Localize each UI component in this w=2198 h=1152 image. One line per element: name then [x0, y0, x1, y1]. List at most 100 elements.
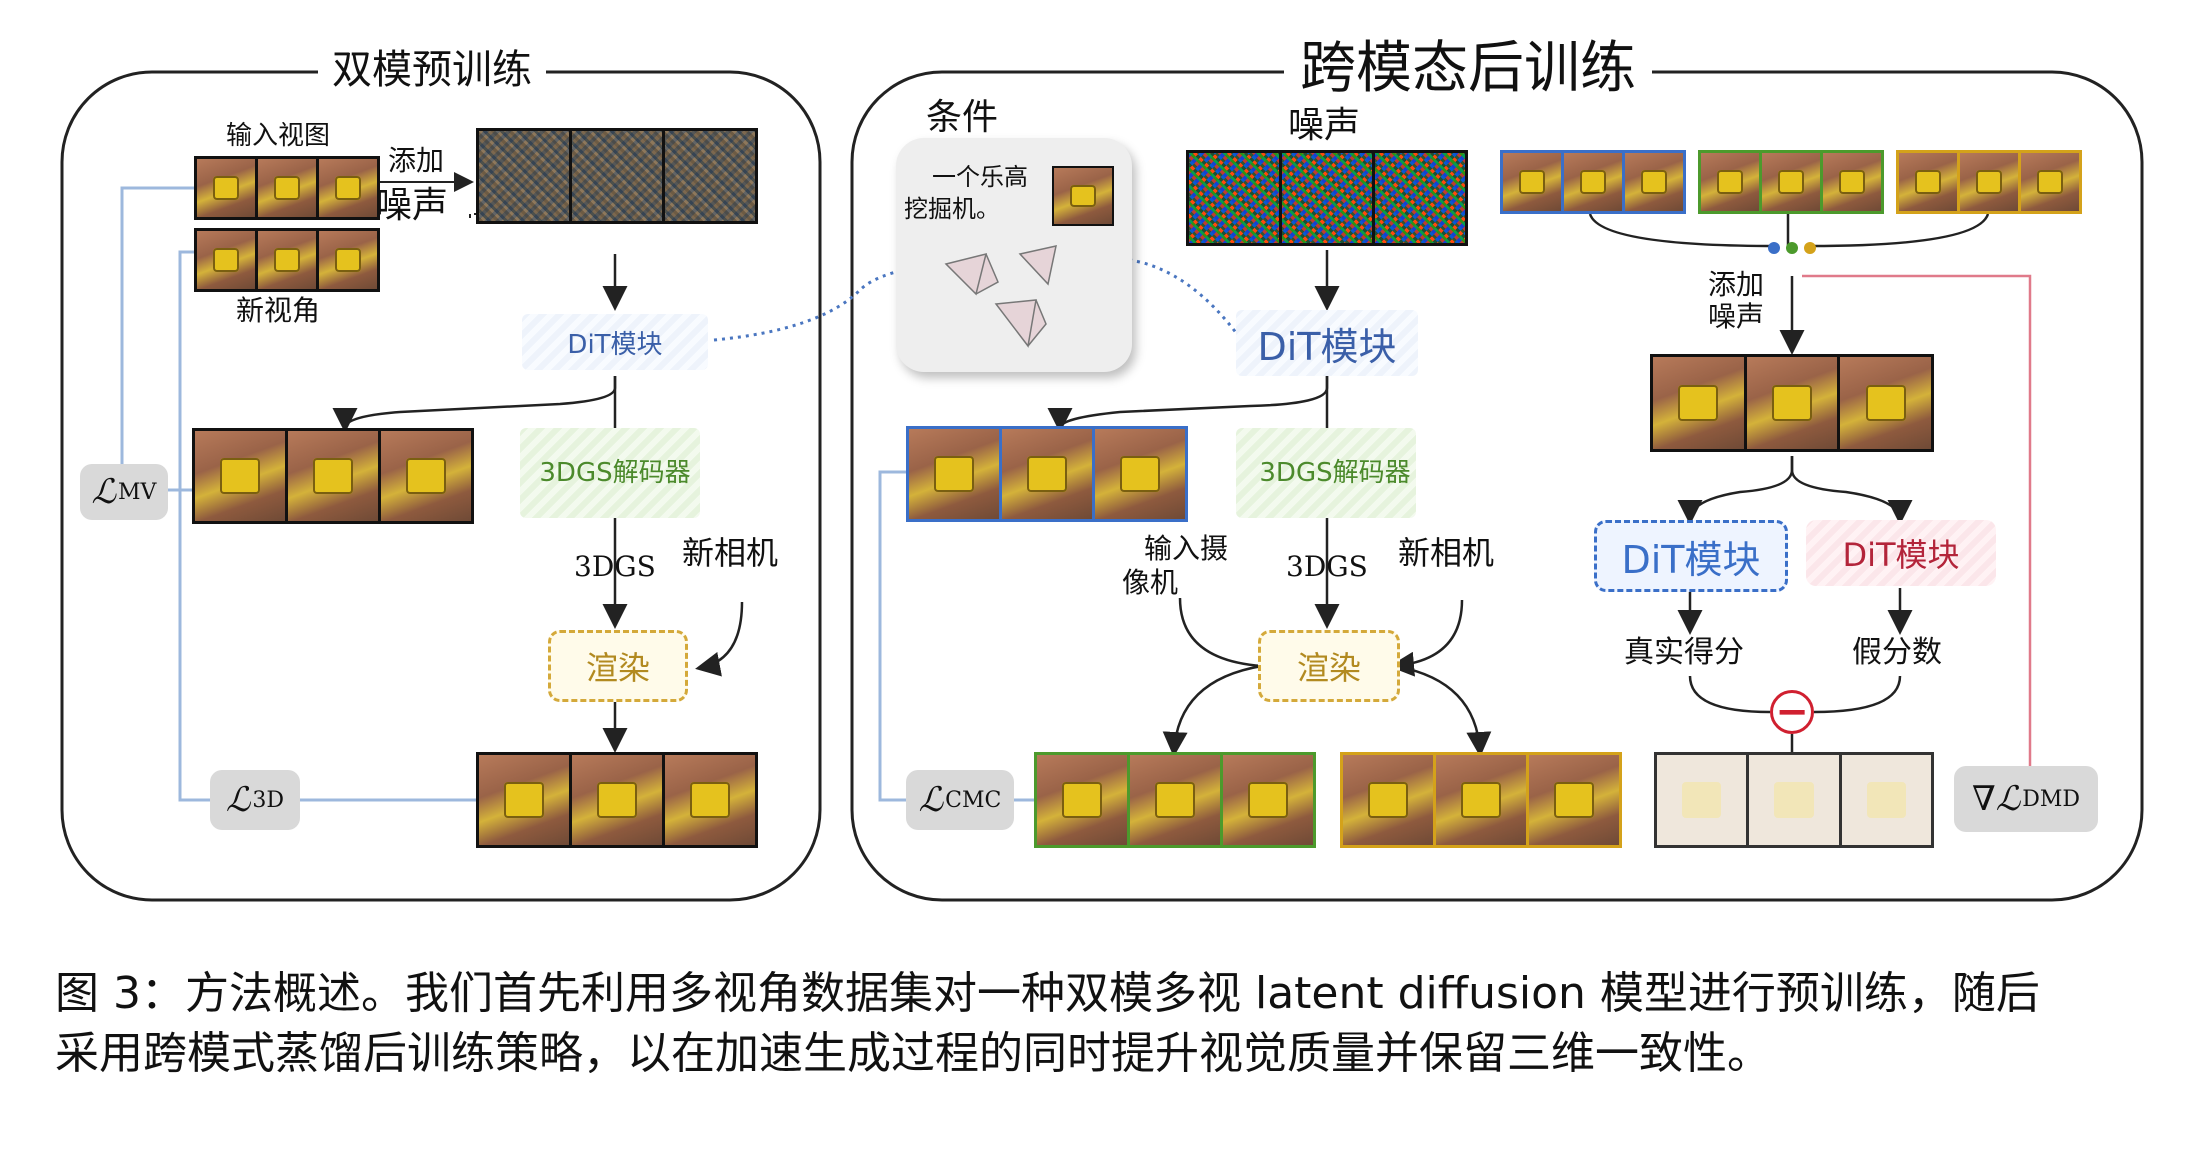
noisy-thumb	[1653, 357, 1744, 449]
loss-symbol: ℒ	[91, 472, 117, 512]
render-thumb	[1223, 755, 1313, 845]
dmd-gold-strip	[1896, 150, 2082, 214]
left-dit-block: DiT模块	[522, 314, 708, 370]
loss-mv-subscript: MV	[118, 479, 157, 505]
cmc-gold-strip	[1340, 752, 1622, 848]
render-thumb	[1343, 755, 1433, 845]
left-output-strip	[192, 428, 474, 524]
dmd-thumb	[1899, 153, 1957, 211]
left-3dgs-label: 3DGS	[574, 550, 656, 583]
dmd-thumb	[1503, 153, 1561, 211]
gradient-symbol: ∇	[1971, 779, 1996, 819]
caption-line2: 采用跨模式蒸馏后训练策略，以在加速生成过程的同时提升视觉质量并保留三维一致性。	[55, 1028, 1771, 1079]
noise-label: 噪声	[1288, 105, 1361, 146]
fake-score-label: 假分数	[1852, 635, 1942, 670]
new-views-strip	[194, 228, 380, 292]
input-view-thumb	[197, 159, 255, 217]
dmd-thumb	[1701, 153, 1759, 211]
add-noise-label-top: 添加	[388, 144, 445, 177]
input-view-thumb	[258, 159, 316, 217]
noisy-thumb	[1746, 357, 1838, 449]
left-noise-strip	[476, 128, 758, 224]
render-thumb	[1037, 755, 1127, 845]
condition-image	[1052, 166, 1114, 226]
cmc-green-strip	[1034, 752, 1316, 848]
right-output-strip	[906, 426, 1188, 522]
output-thumb	[195, 431, 285, 521]
output-thumb	[288, 431, 378, 521]
output-thumb	[1002, 429, 1092, 519]
right-panel-title: 跨模态后训练	[1284, 38, 1652, 100]
dmd-thumb	[2021, 153, 2079, 211]
right-new-camera-label: 新相机	[1398, 534, 1495, 572]
input-view-thumb	[319, 159, 377, 217]
loss-symbol: ℒ	[918, 780, 944, 820]
loss-symbol: ℒ	[1995, 779, 2021, 819]
right-dit-block: DiT模块	[1236, 310, 1418, 376]
condition-label: 条件	[926, 97, 999, 138]
dmd-blue-strip	[1500, 150, 1686, 214]
left-render-box: 渲染	[548, 630, 688, 702]
dmd-thumb	[1823, 153, 1881, 211]
output-thumb	[1095, 429, 1185, 519]
new-view-thumb	[258, 231, 316, 289]
condition-text-line2: 挖掘机。	[904, 195, 1000, 223]
dmd-green-strip	[1698, 150, 1884, 214]
figure-caption: 图 3：方法概述。我们首先利用多视角数据集对一种双模多视 latent diff…	[55, 964, 2155, 1084]
render-thumb	[1130, 755, 1220, 845]
input-views-strip	[194, 156, 380, 220]
noise-thumb	[479, 131, 569, 221]
noise-thumb	[572, 131, 662, 221]
loss-symbol: ℒ	[225, 780, 251, 820]
camera-frustums-icon	[944, 245, 1057, 348]
dmd-thumb	[1762, 153, 1820, 211]
faded-thumb	[1841, 755, 1931, 845]
dmd-thumb	[1625, 153, 1683, 211]
add-noise-label-bottom: 噪声	[376, 185, 449, 226]
minus-icon: −	[1770, 690, 1814, 734]
left-render-strip	[476, 752, 758, 848]
faded-thumb	[1657, 755, 1747, 845]
condition-thumb	[1054, 168, 1112, 224]
right-3dgs-decoder: 3DGS解码器	[1236, 428, 1416, 518]
dmd-output-strip	[1654, 752, 1934, 848]
render-thumb	[572, 755, 662, 845]
dmd-add-noise-bottom: 噪声	[1708, 300, 1765, 333]
left-new-camera-label: 新相机	[682, 534, 779, 572]
real-score-label: 真实得分	[1624, 635, 1744, 670]
render-thumb	[1436, 755, 1526, 845]
caption-line1: 图 3：方法概述。我们首先利用多视角数据集对一种双模多视 latent diff…	[55, 968, 2040, 1019]
noise-thumb	[1375, 153, 1465, 243]
noise-thumb	[665, 131, 755, 221]
dit-real-block: DiT模块	[1594, 520, 1788, 592]
condition-text-line1: 一个乐高	[932, 163, 1028, 191]
right-3dgs-label: 3DGS	[1286, 550, 1368, 583]
dmd-add-noise-top: 添加	[1708, 268, 1765, 301]
loss-3d-subscript: 3D	[252, 787, 285, 813]
noise-thumb	[1189, 153, 1279, 243]
condition-card: 一个乐高 挖掘机。	[896, 138, 1132, 372]
left-panel-title: 双模预训练	[318, 48, 546, 92]
loss-cmc-subscript: CMC	[945, 787, 1002, 813]
new-view-label: 新视角	[236, 294, 321, 327]
noisy-thumb	[1840, 357, 1932, 449]
noise-thumb	[1282, 153, 1372, 243]
output-thumb	[909, 429, 999, 519]
noisy-views-strip	[1650, 354, 1934, 452]
input-camera-label-line2: 像机	[1122, 566, 1179, 599]
render-thumb	[665, 755, 755, 845]
render-thumb	[1529, 755, 1619, 845]
faded-thumb	[1749, 755, 1839, 845]
right-noise-strip	[1186, 150, 1468, 246]
dit-fake-block: DiT模块	[1806, 520, 1996, 586]
dmd-thumb	[1960, 153, 2018, 211]
new-view-thumb	[319, 231, 377, 289]
left-3dgs-decoder: 3DGS解码器	[520, 428, 700, 518]
right-render-box: 渲染	[1258, 630, 1400, 702]
input-views-label: 输入视图	[226, 121, 331, 151]
dmd-thumb	[1564, 153, 1622, 211]
